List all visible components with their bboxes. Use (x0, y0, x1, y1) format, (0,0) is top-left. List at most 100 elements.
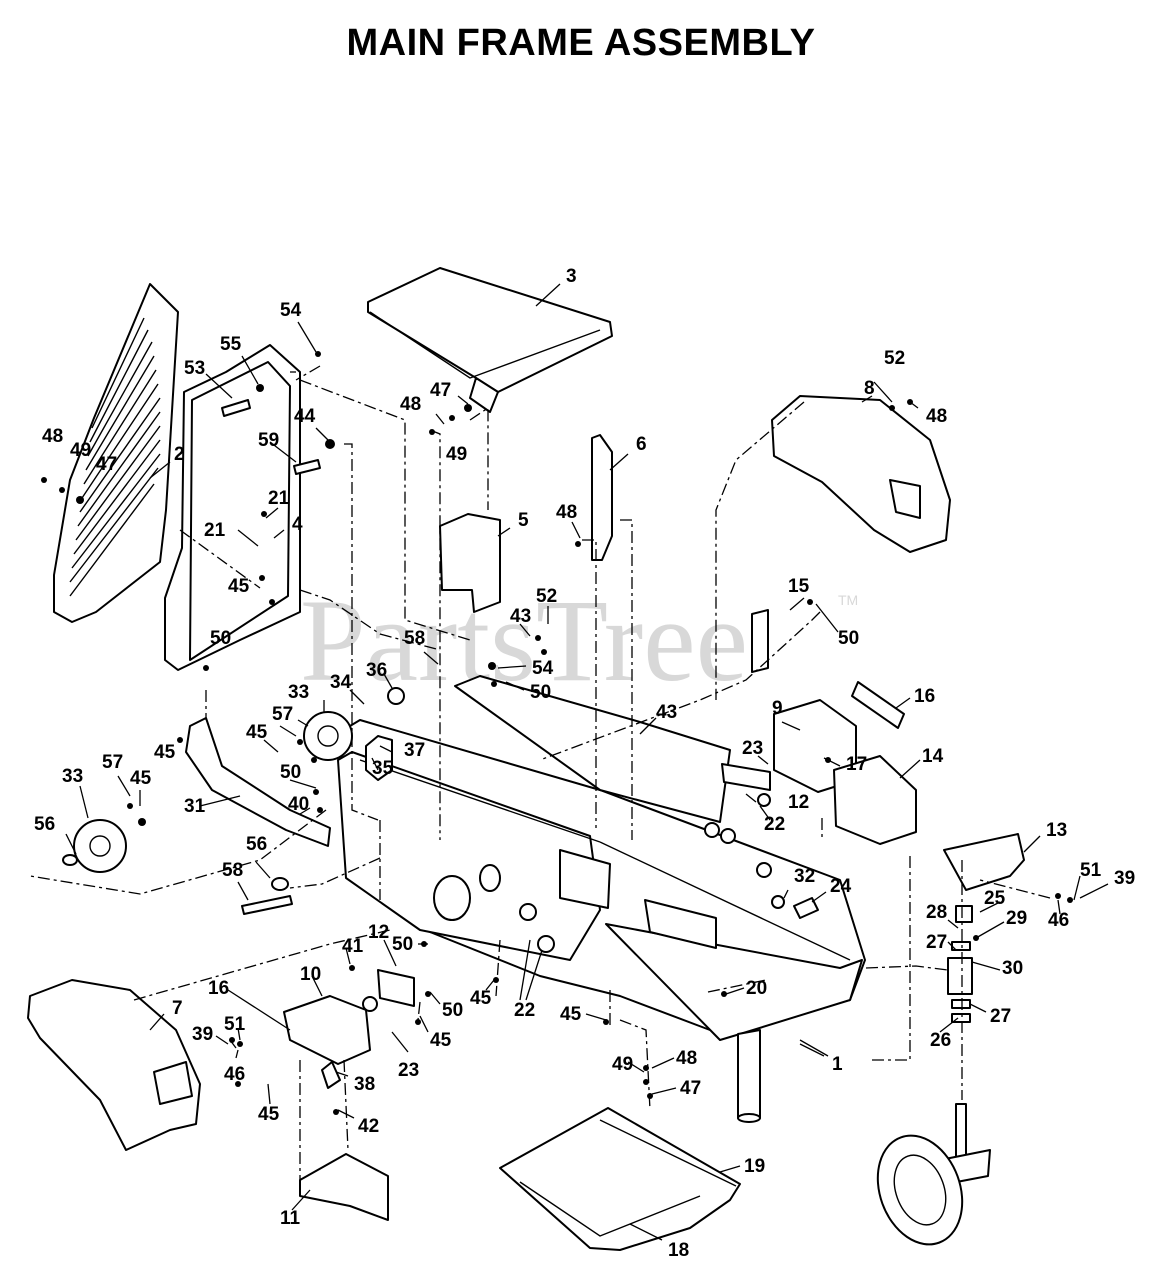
callout-1: 1 (832, 1054, 843, 1075)
callout-47-left: 47 (96, 454, 117, 475)
callout-21a: 21 (268, 488, 290, 509)
callout-46-right: 46 (1048, 910, 1069, 931)
watermark: PartsTree TM (300, 575, 858, 706)
callout-57: 57 (272, 704, 293, 725)
leader-lines (65, 283, 1109, 1241)
callout-47-bottom: 47 (680, 1078, 701, 1099)
callout-9: 9 (772, 698, 783, 719)
callout-25: 25 (984, 888, 1006, 909)
part-strap (185, 717, 331, 847)
callout-55: 55 (220, 334, 242, 355)
part-top-cover (367, 267, 613, 413)
callout-58-lower: 58 (222, 860, 243, 881)
part-24 (793, 897, 819, 919)
part-idler (365, 687, 405, 781)
part-guard-11 (299, 1153, 389, 1221)
callout-43-mid: 43 (656, 702, 677, 723)
part-bracket-12a (377, 969, 415, 1007)
callout-58: 58 (404, 628, 425, 649)
callout-20: 20 (746, 978, 767, 999)
callout-50-right: 50 (838, 628, 859, 649)
callout-27-lower: 27 (990, 1006, 1011, 1027)
part-right-fender (771, 395, 951, 553)
callout-53: 53 (184, 358, 205, 379)
callout-23-right: 23 (742, 738, 763, 759)
callout-45-lower: 45 (130, 768, 152, 789)
callout-54-mid: 54 (532, 658, 554, 679)
callout-31: 31 (184, 796, 206, 817)
part-bin-14 (833, 755, 917, 845)
callout-29: 29 (1006, 908, 1027, 929)
callout-26: 26 (930, 1030, 951, 1051)
part-32 (771, 895, 785, 909)
callout-48: 48 (400, 394, 421, 415)
part-sprocket-upper (303, 711, 353, 761)
callout-41: 41 (342, 936, 364, 957)
callout-34: 34 (330, 672, 352, 693)
callout-21b: 21 (204, 520, 226, 541)
callout-16-right: 16 (914, 686, 935, 707)
part-bracket-10 (283, 995, 371, 1065)
callout-52-right: 52 (884, 348, 905, 369)
callout-50-lower: 50 (280, 762, 301, 783)
callout-45-bottom: 45 (258, 1104, 280, 1125)
callout-49: 49 (446, 444, 467, 465)
callout-12-lower: 12 (368, 922, 389, 943)
callout-39-lower: 39 (192, 1024, 213, 1045)
callout-18: 18 (668, 1240, 689, 1261)
part-strip-16 (851, 681, 905, 729)
callout-19: 19 (744, 1156, 765, 1177)
callout-47: 47 (430, 380, 451, 401)
callout-45-frame: 45 (470, 988, 492, 1009)
callout-49-bottom: 49 (612, 1054, 633, 1075)
parts (27, 267, 1025, 1251)
callout-12-right: 12 (788, 792, 809, 813)
callout-33-upper: 33 (288, 682, 309, 703)
part-upright-6 (591, 434, 613, 561)
part-plate-5 (439, 513, 501, 613)
watermark-text: PartsTree (300, 575, 748, 706)
page-title: MAIN FRAME ASSEMBLY (346, 22, 816, 64)
callout-48-bottom: 48 (676, 1048, 697, 1069)
callout-36: 36 (366, 660, 387, 681)
callout-56: 56 (246, 834, 267, 855)
part-bracket-12b (721, 763, 771, 791)
callout-42: 42 (358, 1116, 379, 1137)
callout-46-lower: 46 (224, 1064, 245, 1085)
callout-52: 52 (536, 586, 557, 607)
callout-57-lower: 57 (102, 752, 123, 773)
callout-38: 38 (354, 1074, 375, 1095)
callout-50: 50 (210, 628, 231, 649)
callout-13: 13 (1046, 820, 1067, 841)
watermark-trademark: TM (838, 592, 858, 608)
callout-56-left: 56 (34, 814, 55, 835)
part-sprocket-lower (73, 819, 127, 873)
callout-45: 45 (228, 576, 250, 597)
callout-54: 54 (280, 300, 302, 321)
callout-39-right: 39 (1114, 868, 1135, 889)
part-rear-frame (164, 344, 301, 671)
callout-50-frame: 50 (442, 1000, 463, 1021)
callout-10: 10 (300, 964, 321, 985)
callout-43: 43 (510, 606, 531, 627)
callout-16-lower: 16 (208, 978, 229, 999)
callout-45-strap: 45 (154, 742, 176, 763)
callout-4: 4 (292, 514, 303, 535)
part-main-frame (337, 675, 866, 1123)
callout-5: 5 (518, 510, 529, 531)
callout-3: 3 (566, 266, 577, 287)
callout-28: 28 (926, 902, 947, 923)
callout-6: 6 (636, 434, 647, 455)
callout-45-mid-lower: 45 (560, 1004, 582, 1025)
hardware (41, 351, 1073, 1115)
callout-51-lower: 51 (224, 1014, 246, 1035)
callout-50-mid: 50 (530, 682, 551, 703)
callout-30: 30 (1002, 958, 1023, 979)
callout-45-upper: 45 (246, 722, 268, 743)
callout-27-upper: 27 (926, 932, 947, 953)
callout-33-lower: 33 (62, 766, 83, 787)
callout-11: 11 (280, 1208, 301, 1229)
callout-44: 44 (294, 406, 316, 427)
callout-17: 17 (846, 754, 867, 775)
